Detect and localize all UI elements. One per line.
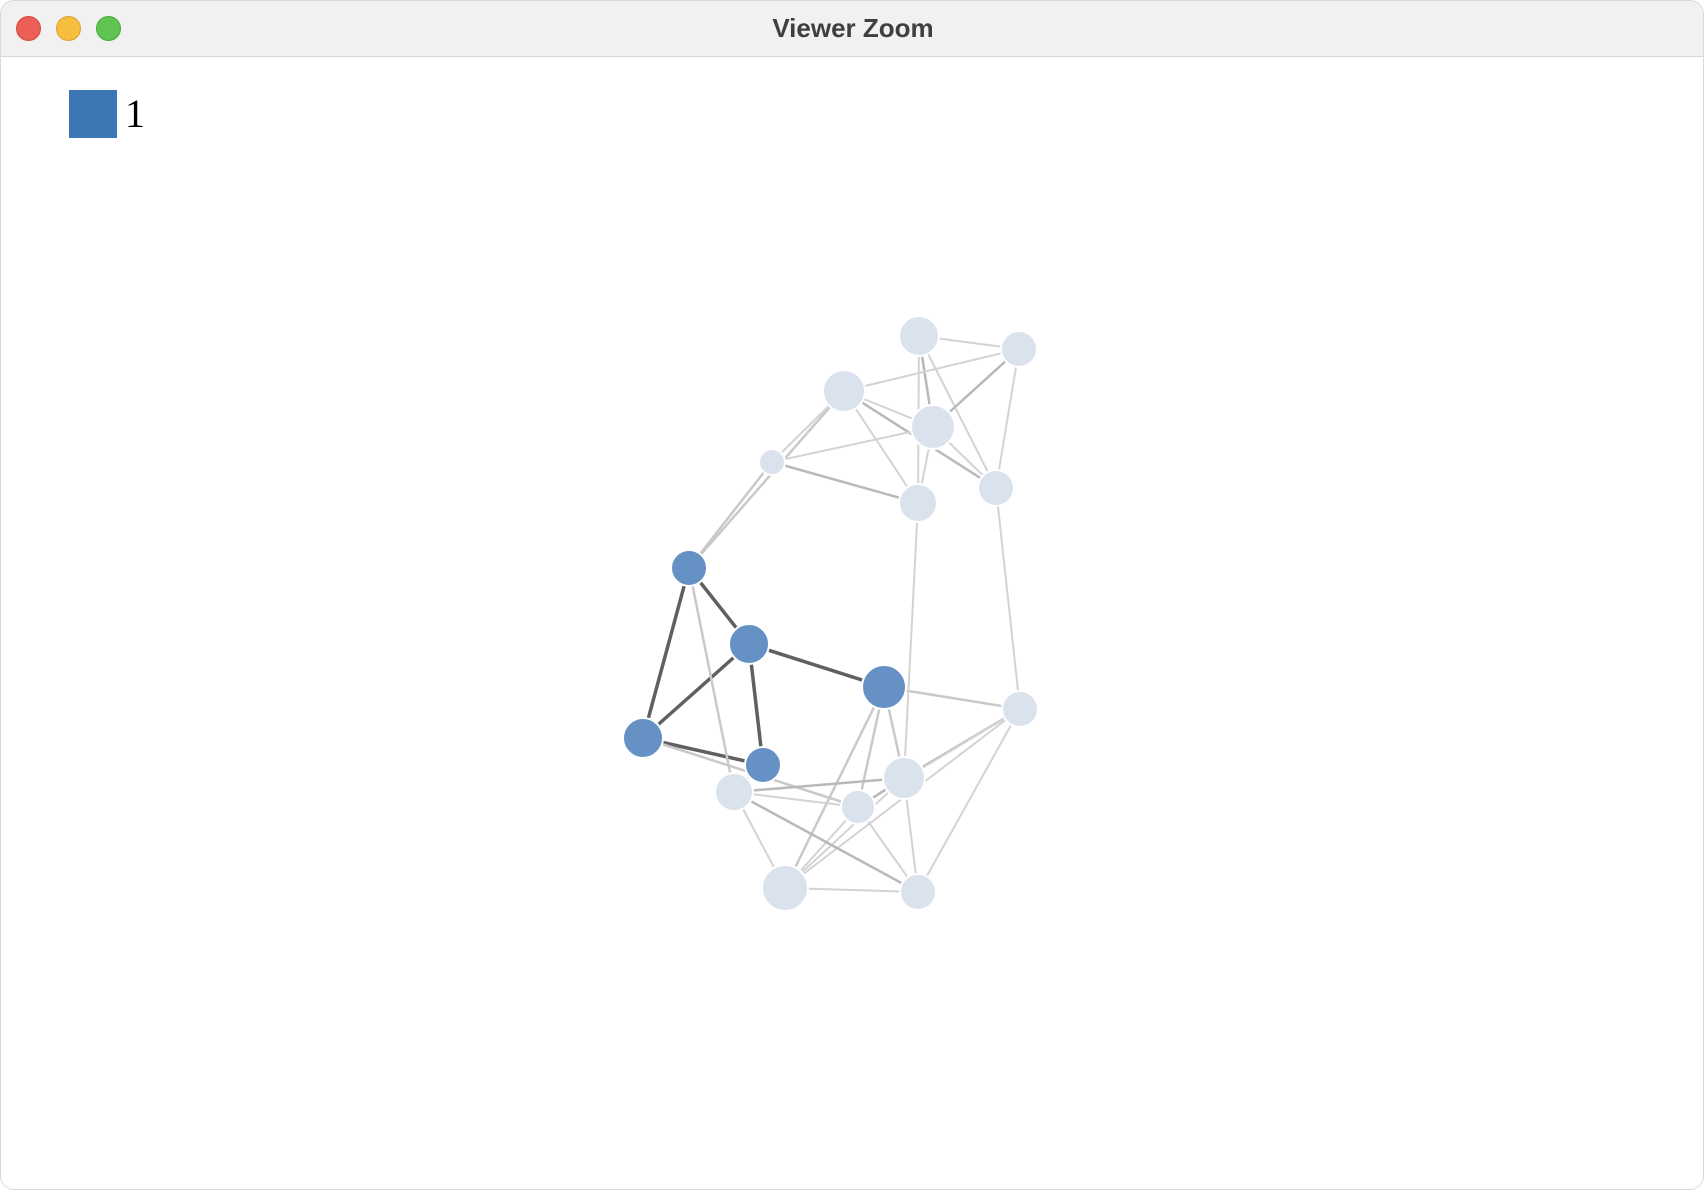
graph-edge (918, 335, 997, 489)
graph-edge (783, 685, 886, 890)
graph-node[interactable] (1001, 690, 1039, 728)
graph-node[interactable] (910, 404, 956, 450)
window-title: Viewer Zoom (772, 13, 934, 43)
minimize-button[interactable] (56, 16, 81, 41)
graph-node[interactable] (898, 483, 938, 523)
graph-edge (843, 390, 919, 504)
graph-edge (771, 426, 934, 463)
graph-edge (641, 642, 751, 740)
graph-node-highlighted[interactable] (622, 717, 664, 759)
graph-edge (903, 502, 919, 779)
graph-edge (732, 790, 920, 894)
graph-edge (843, 348, 1020, 392)
graph-edge (784, 777, 905, 889)
title-bar: Viewer Zoom (1, 1, 1703, 57)
edge-layer (641, 334, 1022, 894)
graph-edge (687, 389, 846, 570)
graph-node-highlighted[interactable] (670, 549, 708, 587)
graph-node[interactable] (840, 789, 876, 825)
graph-node-highlighted[interactable] (861, 664, 907, 710)
graph-edge (641, 566, 691, 740)
graph-node[interactable] (761, 864, 809, 912)
graph-node[interactable] (899, 873, 937, 911)
graph-node-highlighted[interactable] (744, 746, 782, 784)
node-layer (622, 315, 1039, 912)
zoom-button[interactable] (96, 16, 121, 41)
graph-node[interactable] (882, 756, 926, 800)
graph-edge (747, 642, 886, 689)
legend: 1 (69, 90, 145, 138)
graph-edge (687, 566, 736, 794)
graph-node-highlighted[interactable] (728, 623, 770, 665)
graph-edge (995, 348, 1020, 489)
graph-edge (732, 776, 906, 794)
graph-node[interactable] (714, 772, 754, 812)
graph-node[interactable] (1000, 330, 1038, 368)
graph-edge (917, 708, 1021, 893)
graph-edge (770, 460, 920, 505)
graph-node[interactable] (977, 469, 1015, 507)
graph-edge (733, 791, 859, 808)
graph-edge (995, 487, 1021, 710)
legend-label: 1 (125, 91, 145, 136)
graph-node[interactable] (898, 315, 940, 357)
graph-node[interactable] (822, 369, 866, 413)
close-button[interactable] (16, 16, 41, 41)
graph-node[interactable] (758, 448, 786, 476)
legend-swatch (69, 90, 117, 138)
